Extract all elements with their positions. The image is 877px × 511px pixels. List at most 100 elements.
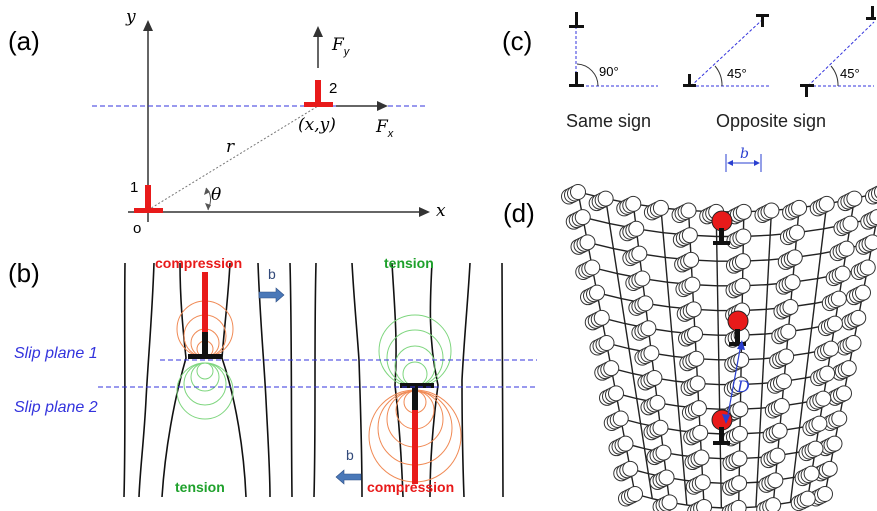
lattice-bond (620, 298, 626, 324)
dislocation-2-base (304, 102, 333, 107)
burgers-top-label: b (268, 266, 276, 282)
right-half-plane (412, 410, 418, 484)
lattice-atom (731, 425, 748, 442)
lattice-atom (845, 335, 862, 351)
lattice-bond (759, 408, 762, 433)
lattice-bond (616, 273, 622, 299)
lattice-bond (768, 235, 771, 260)
lattice-atom (807, 440, 824, 457)
lattice-atom (625, 195, 642, 212)
lattice-atom (735, 228, 752, 245)
lattice-atom (612, 410, 629, 427)
lattice-atom (864, 234, 877, 251)
lattice-atom (836, 385, 852, 402)
lattice-atom (685, 301, 702, 318)
panel-b: (b) (8, 255, 537, 498)
lattice-bond (760, 383, 764, 409)
lattice-atom (771, 422, 788, 439)
lattice-atom (617, 435, 634, 452)
left-half-plane (202, 272, 208, 332)
lattice-atom (775, 373, 792, 390)
lattice-atom (643, 345, 660, 362)
lattice-atom (831, 410, 848, 427)
lattice-bond (755, 482, 758, 507)
dislocation-core-2 (727, 310, 749, 346)
lattice-atom (692, 424, 709, 441)
lattice-atom (694, 474, 711, 491)
lattice-bond (813, 278, 819, 304)
lattice-bond (664, 257, 669, 283)
theta-label: θ (211, 185, 221, 205)
lattice-atom (773, 398, 790, 415)
dislocation-1-label: 1 (130, 179, 138, 196)
lattice-atom (840, 360, 857, 377)
r-label: r (226, 137, 235, 157)
lattice-bond (662, 232, 666, 258)
lattice-atom (732, 401, 749, 418)
lattice-atom (817, 486, 833, 502)
lattice-atom (811, 415, 828, 432)
lattice-atom (689, 375, 706, 392)
lattice-atom (859, 259, 876, 276)
slip-plane-2-label: Slip plane 2 (14, 399, 98, 416)
same-sign-angle: 90° (599, 64, 619, 79)
lattice-bond (673, 356, 677, 382)
lattice-atom (815, 390, 832, 407)
lattice-bond (612, 248, 618, 274)
fx-label: Fx (375, 117, 394, 140)
lattice-atom (803, 465, 820, 482)
lattice-atom (735, 203, 752, 220)
lattice-bond (801, 377, 807, 403)
dislocation-1-stem (145, 185, 151, 208)
lattice-bond (683, 480, 688, 506)
lattice-atom (681, 227, 698, 244)
lattice-atom (821, 460, 838, 477)
opposite-1-diagonal (690, 19, 763, 87)
coordinate-label: (x,y) (298, 115, 336, 135)
lattice-bond (624, 323, 630, 349)
dislocation-2-stem (315, 80, 321, 103)
opposite-2-angle: 45° (840, 66, 860, 81)
lattice-bond (636, 398, 642, 424)
x-axis-label: x (436, 201, 446, 221)
lattice-atom (687, 326, 704, 343)
lattice-bond (628, 348, 634, 374)
x-axis-arrowhead (419, 207, 430, 217)
d-arrowhead-top (737, 340, 745, 350)
lattice-atom (869, 209, 877, 226)
panel-d: (d) b D (503, 146, 877, 511)
lattice-atom (782, 298, 799, 315)
lattice-bond (816, 253, 822, 279)
d-arrowhead-bottom (722, 414, 730, 424)
lattice-bond (798, 402, 804, 428)
panel-a: (a) y x r θ 1 o 2 (x,y) Fy Fx (8, 7, 446, 237)
lattice-bond (666, 282, 671, 308)
lattice-atom (731, 450, 748, 467)
lattice-atom (846, 190, 863, 207)
left-dislocation-stem (202, 332, 208, 354)
opposite-1-dislocation-bottom (683, 74, 696, 87)
theta-arrowhead-top (204, 188, 210, 195)
lattice-atom (631, 245, 648, 262)
lattice-bond (757, 432, 761, 458)
dislocation-1-base (134, 208, 163, 213)
lattice-bond (807, 328, 813, 354)
lattice-atom (597, 190, 614, 207)
lattice-atom (658, 469, 675, 486)
lattice-atom (763, 202, 780, 219)
lattice-bond (608, 223, 615, 249)
lattice-atom (733, 351, 750, 368)
lattice-atom (680, 202, 697, 219)
left-lattice-lines (123, 262, 293, 498)
lattice-atom (603, 360, 620, 377)
lattice-atom (589, 284, 605, 301)
right-tension-label: tension (384, 255, 434, 271)
burgers-bottom-label: b (346, 447, 354, 463)
lattice-bond (632, 373, 638, 399)
opposite-2-dislocation-bottom (800, 84, 814, 97)
lattice-atom (834, 265, 851, 282)
lattice-bond (764, 309, 767, 335)
lattice-atom (850, 309, 867, 326)
panel-c: (c) 90° 45° 45° Sa (502, 6, 876, 131)
lattice-bond (668, 306, 673, 332)
